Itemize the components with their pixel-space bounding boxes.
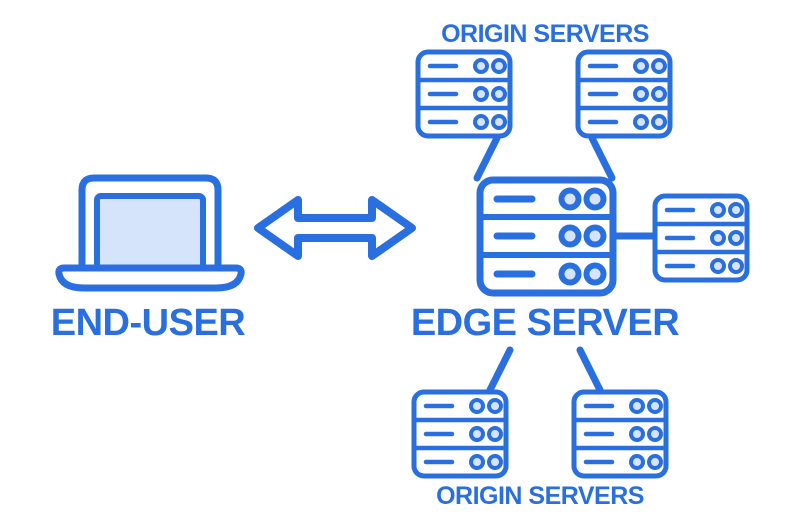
server-led xyxy=(629,426,645,442)
server-led xyxy=(583,224,607,248)
server-led xyxy=(629,398,645,414)
server-led xyxy=(710,258,726,274)
server-led xyxy=(647,398,663,414)
server-chassis xyxy=(652,193,750,283)
server-led xyxy=(491,114,507,130)
server-led xyxy=(728,202,744,218)
laptop-base xyxy=(55,264,245,292)
node-end-user-laptop[interactable] xyxy=(55,174,245,292)
server-led xyxy=(651,58,667,74)
server-led xyxy=(491,58,507,74)
server-led xyxy=(469,426,485,442)
laptop-screen xyxy=(94,193,206,271)
server-chassis xyxy=(476,176,617,297)
server-led xyxy=(633,86,649,102)
connector-group xyxy=(473,134,656,394)
label-origin-servers-top: ORIGIN SERVERS xyxy=(441,20,649,48)
node-origin-top-left[interactable] xyxy=(415,49,513,139)
server-led xyxy=(629,454,645,470)
server-led xyxy=(647,454,663,470)
node-origin-bottom-right[interactable] xyxy=(571,389,669,479)
server-led xyxy=(473,114,489,130)
node-edge-server[interactable] xyxy=(476,176,617,297)
server-led xyxy=(651,114,667,130)
node-origin-bottom-left[interactable] xyxy=(411,389,509,479)
server-led xyxy=(487,426,503,442)
server-led xyxy=(487,454,503,470)
server-led xyxy=(487,398,503,414)
server-led xyxy=(633,114,649,130)
server-led xyxy=(469,398,485,414)
server-chassis xyxy=(411,389,509,479)
server-led xyxy=(728,258,744,274)
server-led xyxy=(583,262,607,286)
server-led xyxy=(473,58,489,74)
connector-edge-to-origin-bottom-left xyxy=(486,346,514,394)
server-chassis xyxy=(571,389,669,479)
server-led xyxy=(473,86,489,102)
server-led xyxy=(647,426,663,442)
server-led xyxy=(583,187,607,211)
connector-edge-to-origin-top-right xyxy=(588,134,616,182)
server-led xyxy=(558,187,582,211)
connector-edge-to-origin-top-left xyxy=(473,134,501,182)
server-chassis xyxy=(415,49,513,139)
server-led xyxy=(558,262,582,286)
label-edge-server: EDGE SERVER xyxy=(411,302,679,344)
server-chassis xyxy=(575,49,673,139)
node-origin-right[interactable] xyxy=(652,193,750,283)
label-end-user: END-USER xyxy=(51,302,246,344)
server-led xyxy=(633,58,649,74)
server-led xyxy=(558,224,582,248)
node-origin-top-right[interactable] xyxy=(575,49,673,139)
double-arrow-icon xyxy=(254,196,416,260)
server-led xyxy=(710,202,726,218)
connector-edge-to-origin-bottom-right xyxy=(576,346,604,394)
server-led xyxy=(469,454,485,470)
server-led xyxy=(491,86,507,102)
label-origin-servers-bottom: ORIGIN SERVERS xyxy=(436,482,644,510)
server-led xyxy=(710,230,726,246)
server-led xyxy=(651,86,667,102)
arrow-path xyxy=(254,196,416,260)
server-led xyxy=(728,230,744,246)
